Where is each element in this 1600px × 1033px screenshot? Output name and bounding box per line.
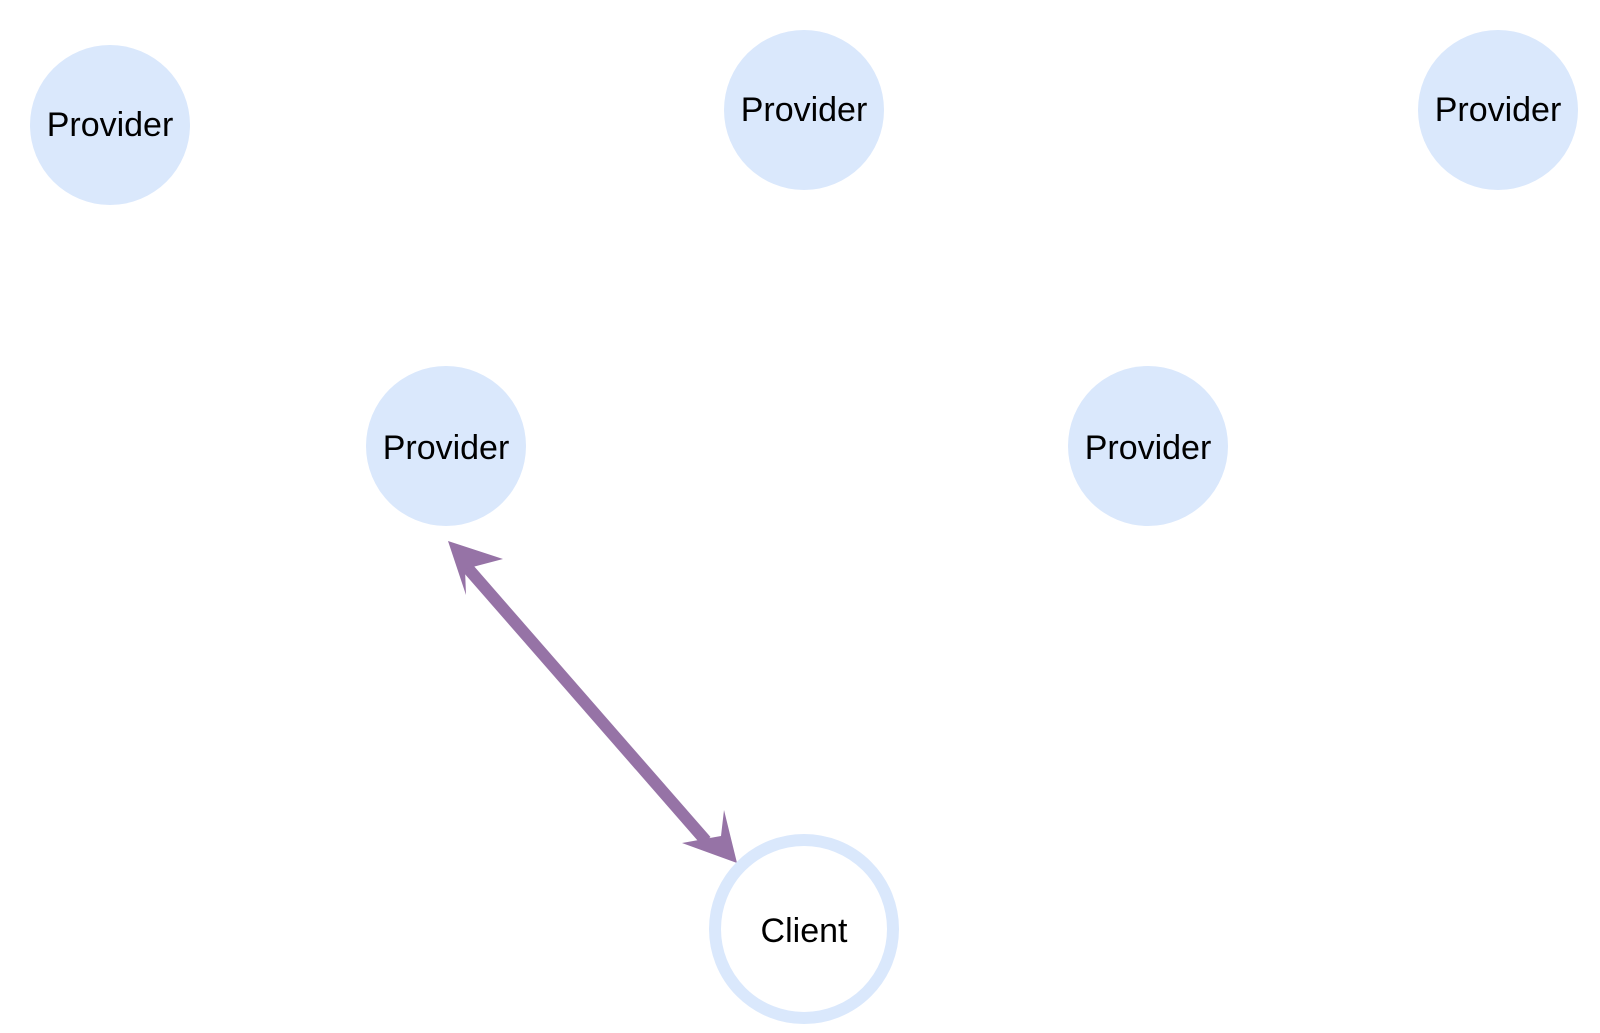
provider-node-circle [30, 45, 190, 205]
provider-label: Provider [1435, 91, 1562, 129]
provider-label: Provider [383, 429, 510, 467]
node-client[interactable]: Client [709, 834, 899, 1024]
provider-node-circle [366, 366, 526, 526]
provider-label: Provider [741, 91, 868, 129]
provider-label: Provider [1085, 429, 1212, 467]
node-provider-2[interactable]: Provider [724, 30, 884, 190]
provider-node-circle [1418, 30, 1578, 190]
provider-node-circle [1068, 366, 1228, 526]
node-provider-1[interactable]: Provider [30, 45, 190, 205]
node-provider-4[interactable]: Provider [366, 366, 526, 526]
node-provider-3[interactable]: Provider [1418, 30, 1578, 190]
client-node-circle [709, 834, 899, 1024]
client-label: Client [761, 912, 848, 950]
arrowhead-provider-end [448, 541, 503, 595]
edge-line [460, 561, 711, 845]
arrowhead-client-end [682, 810, 737, 863]
provider-node-circle [724, 30, 884, 190]
edge-client-provider [448, 541, 737, 863]
node-provider-5[interactable]: Provider [1068, 366, 1228, 526]
provider-label: Provider [47, 106, 174, 144]
